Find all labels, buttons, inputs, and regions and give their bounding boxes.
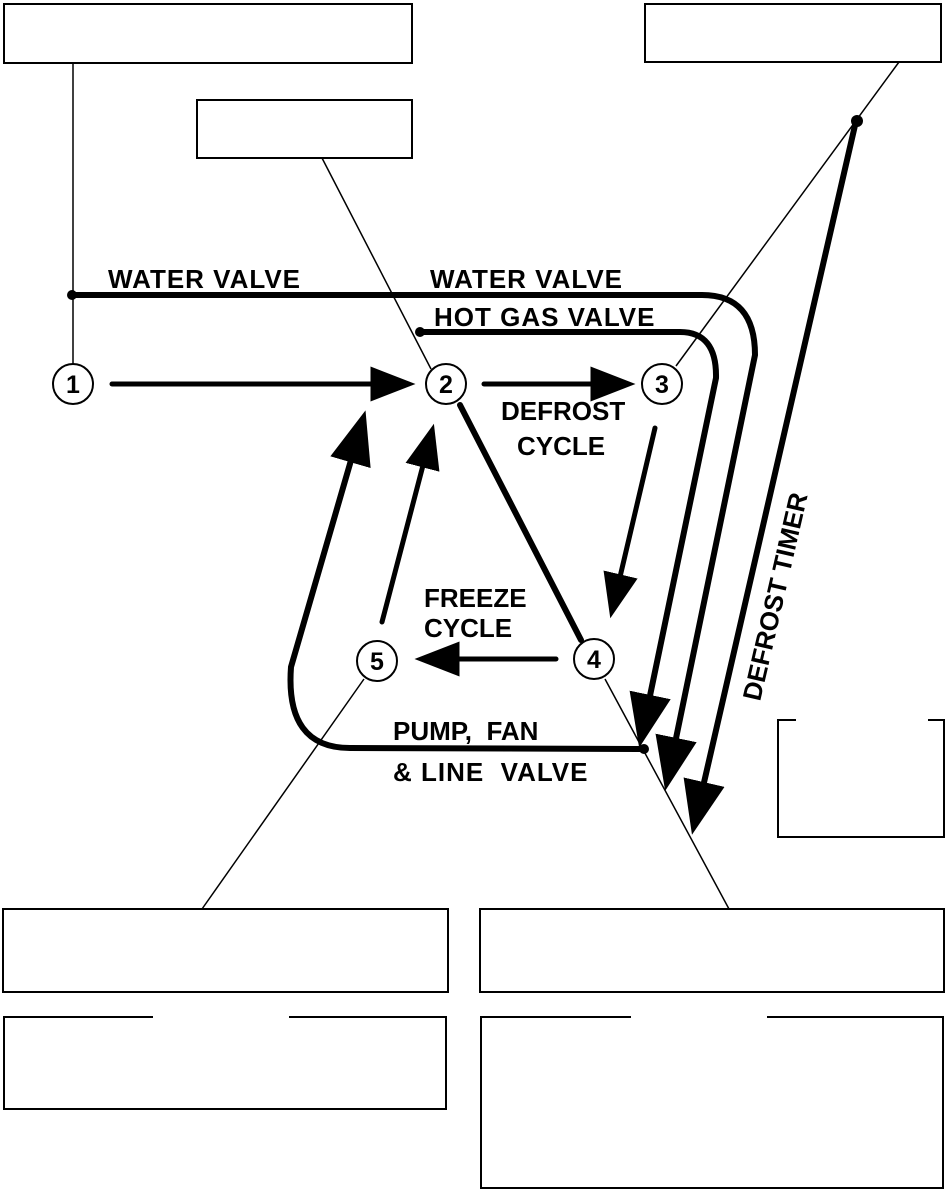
defrost-cycle-label-line2: CYCLE — [517, 431, 605, 461]
node-2-label: 2 — [439, 371, 453, 399]
freeze-cycle-label-line2: CYCLE — [424, 613, 512, 643]
node-3: 3 — [641, 363, 683, 405]
water-valve-line — [69, 292, 758, 791]
callout-box-top-left — [3, 3, 413, 64]
side-legend-bracket — [777, 719, 945, 838]
junction-dot-pump-fan — [639, 744, 649, 754]
callout-box-top-middle — [196, 99, 413, 159]
defrost-timer-line — [683, 118, 859, 835]
hot-gas-valve-label: HOT GAS VALVE — [434, 302, 656, 332]
flow-arrow-3-to-4 — [603, 425, 658, 619]
node-2: 2 — [425, 363, 467, 405]
junction-dot-defrost-timer — [851, 115, 863, 127]
pump-fan-label-line1: PUMP, FAN — [393, 716, 538, 746]
leader-line-3 — [675, 61, 900, 367]
node-4: 4 — [573, 638, 615, 680]
hot-gas-valve-line — [417, 329, 720, 748]
pump-fan-line-valve-line — [287, 410, 646, 752]
water-valve-label-left: WATER VALVE — [108, 264, 301, 294]
node-5: 5 — [356, 640, 398, 682]
water-valve-label-right: WATER VALVE — [430, 264, 623, 294]
notched-box-bottom-left — [3, 1016, 447, 1110]
node-4-label: 4 — [587, 646, 601, 674]
flow-arrow-5-to-2 — [379, 423, 440, 625]
callout-box-bottom-right — [479, 908, 945, 993]
node-3-label: 3 — [655, 371, 669, 399]
node-1-label: 1 — [66, 371, 80, 399]
leader-line-2 — [321, 157, 432, 370]
callout-box-top-right — [644, 3, 942, 63]
callout-box-bottom-left — [2, 908, 449, 993]
leader-line-4 — [604, 678, 730, 910]
link-2-to-4 — [457, 402, 584, 643]
node-1: 1 — [52, 363, 94, 405]
junction-dot-water-valve — [67, 290, 77, 300]
defrost-cycle-label-line1: DEFROST — [501, 396, 625, 426]
freeze-cycle-label-line1: FREEZE — [424, 583, 527, 613]
pump-fan-label-line2: & LINE VALVE — [393, 757, 589, 787]
junction-dot-hot-gas — [415, 327, 425, 337]
notched-box-bottom-right — [480, 1016, 944, 1189]
node-5-label: 5 — [370, 648, 384, 676]
leader-line-5 — [201, 678, 365, 910]
